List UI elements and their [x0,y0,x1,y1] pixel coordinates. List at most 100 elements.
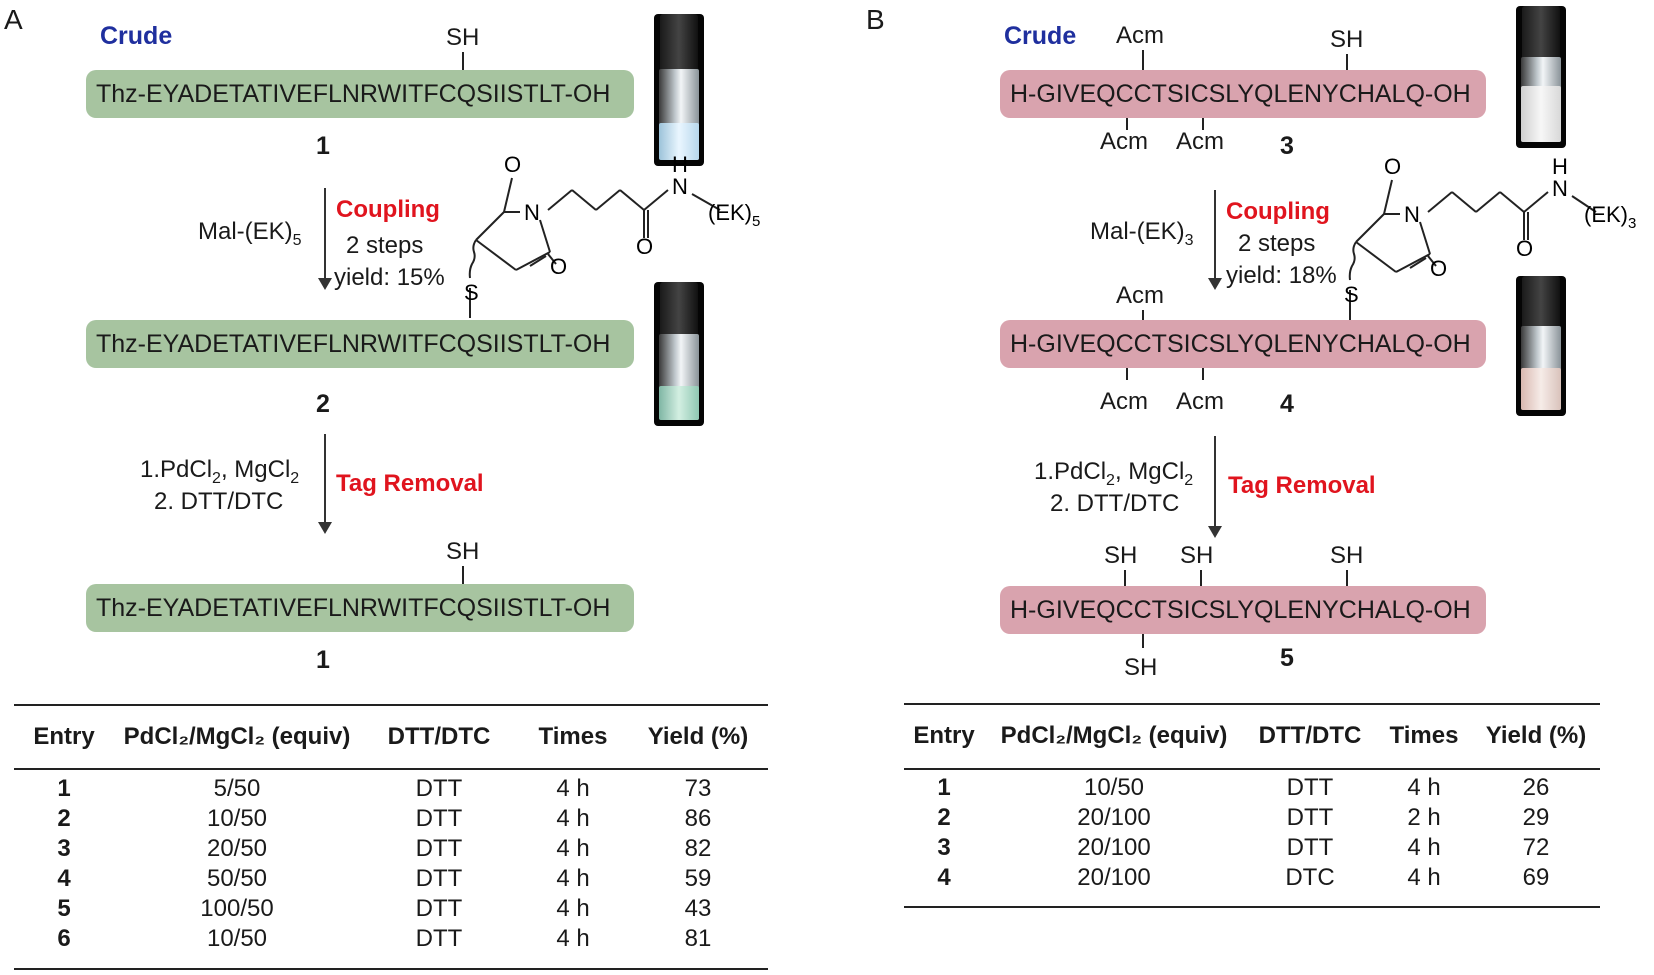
table-b-cell: 29 [1522,804,1550,831]
table-b-cell: DTT [1286,774,1334,801]
acm-bond-4-bot1 [1126,368,1128,380]
table-b-bottom-rule [904,906,1600,908]
sh-bond-a1 [462,52,464,70]
table-b-cell: 4 h [1407,774,1441,801]
coupling-label-a: Coupling [336,196,440,223]
table-a-cell: DTT [415,835,463,862]
panel-a-label: A [4,4,23,35]
sh-bond-5-d [1142,634,1144,648]
table-a-cell: 86 [684,805,712,832]
table-a-cell: 81 [684,925,712,952]
acm-label-3-bot2: Acm [1176,128,1224,155]
table-a-cell: 20/50 [206,835,268,862]
vial-photo-a-top [654,14,704,166]
table-b-cell: 2 h [1407,804,1441,831]
svg-text:(EK)3: (EK)3 [1584,202,1636,232]
maleimide-structure-b: O N O O N H S (EK)3 [1344,154,1636,320]
table-a-cell: 5 [57,895,71,922]
svg-text:O: O [1516,236,1533,261]
compound-4-label: 4 [1280,390,1294,418]
reagent-b: Mal-(EK)3 [1090,218,1194,249]
table-a-header: Yield (%) [647,723,749,750]
sh-label-5-a: SH [1104,542,1138,569]
svg-text:O: O [1384,154,1401,179]
table-a-cell: 4 h [556,895,590,922]
table-a-cell: 59 [684,865,712,892]
sh-label-a-final: SH [446,538,480,565]
svg-text:O: O [550,254,567,279]
peptide-3-bar: H-GIVEQCCTSICSLYQLENYCHALQ-OH [1000,70,1486,118]
removal-step2-b: 2. DTT/DTC [1050,490,1180,517]
table-b-cell: 20/100 [1077,864,1151,891]
sh-label-a1: SH [446,24,480,51]
crude-label-b: Crude [1004,22,1077,50]
arrow-head-removal-b [1208,526,1222,538]
table-a-header-row: Entry PdCl₂/MgCl₂ (equiv) DTT/DTC Times … [14,706,768,768]
panel-b-label: B [866,4,885,35]
table-b-cell: 20/100 [1077,834,1151,861]
sh-bond-5-a [1124,570,1126,586]
acm-label-4-top: Acm [1116,282,1164,309]
compound-5-label: 5 [1280,644,1294,672]
steps-label-b: 2 steps [1238,230,1316,257]
sh-bond-3 [1346,54,1348,70]
table-b-header: Times [1389,722,1459,749]
svg-text:N: N [1404,202,1420,227]
compound-1-final-label: 1 [316,646,330,674]
table-b-cell: 2 [937,804,951,831]
table-a-cell: 4 h [556,865,590,892]
table-b-cell: 1 [937,774,951,801]
table-b-header: Yield (%) [1485,722,1587,749]
acm-bond-4-top [1142,310,1144,320]
table-a-cell: 1 [57,775,71,802]
table-a-cell: DTT [415,925,463,952]
acm-label-3-top: Acm [1116,22,1164,49]
steps-label-a: 2 steps [346,232,424,259]
table-a-header: Times [538,723,608,750]
table-b-top-rule [904,703,1600,705]
table-a-cell: 4 h [556,805,590,832]
sh-label-5-c: SH [1330,542,1364,569]
table-a-top-rule [14,704,768,706]
table-a-cell: DTT [415,805,463,832]
vial-photo-a-mid [654,282,704,426]
svg-text:S: S [464,280,479,305]
peptide-5-bar: H-GIVEQCCTSICSLYQLENYCHALQ-OH [1000,586,1486,634]
svg-text:S: S [1344,282,1359,307]
table-a-cell: 43 [684,895,712,922]
table-a-cell: 100/50 [200,895,274,922]
table-b-header: PdCl₂/MgCl₂ (equiv) [1000,722,1228,749]
arrow-removal-b [1214,436,1216,528]
table-b-cell: 3 [937,834,951,861]
table-b-header: Entry [913,722,975,749]
table-b-cell: DTT [1286,804,1334,831]
peptide-1-final-sequence: Thz-EYADETATIVEFLNRWITFCQSIISTLT-OH [96,593,611,622]
peptide-4-sequence: H-GIVEQCCTSICSLYQLENYCHALQ-OH [1010,329,1471,358]
table-a-cell: 4 h [556,775,590,802]
table-b-cell: DTC [1285,864,1335,891]
vial-photo-b-top [1516,6,1566,148]
peptide-5-sequence: H-GIVEQCCTSICSLYQLENYCHALQ-OH [1010,595,1471,624]
svg-text:(EK)5: (EK)5 [708,200,760,230]
sh-bond-5-b [1200,570,1202,586]
acm-bond-3-bot2 [1202,118,1204,130]
svg-text:H: H [672,152,688,177]
peptide-1-bar: Thz-EYADETATIVEFLNRWITFCQSIISTLT-OH [86,70,634,118]
acm-label-4-bot1: Acm [1100,388,1148,415]
table-b-header: DTT/DTC [1258,722,1362,749]
table-a-cell: DTT [415,865,463,892]
compound-1-label: 1 [316,132,330,160]
acm-label-4-bot2: Acm [1176,388,1224,415]
arrow-head-coupling-b [1208,278,1222,290]
table-a-cell: 4 h [556,835,590,862]
removal-step1-a: 1.PdCl2, MgCl2 [140,456,300,487]
table-a-cell: DTT [415,775,463,802]
table-b-cell: 10/50 [1083,774,1145,801]
table-b-cell: 4 h [1407,834,1441,861]
svg-text:O: O [504,152,521,177]
table-a-cell: 2 [57,805,71,832]
svg-text:N: N [524,200,540,225]
table-a-cell: 4 h [556,925,590,952]
